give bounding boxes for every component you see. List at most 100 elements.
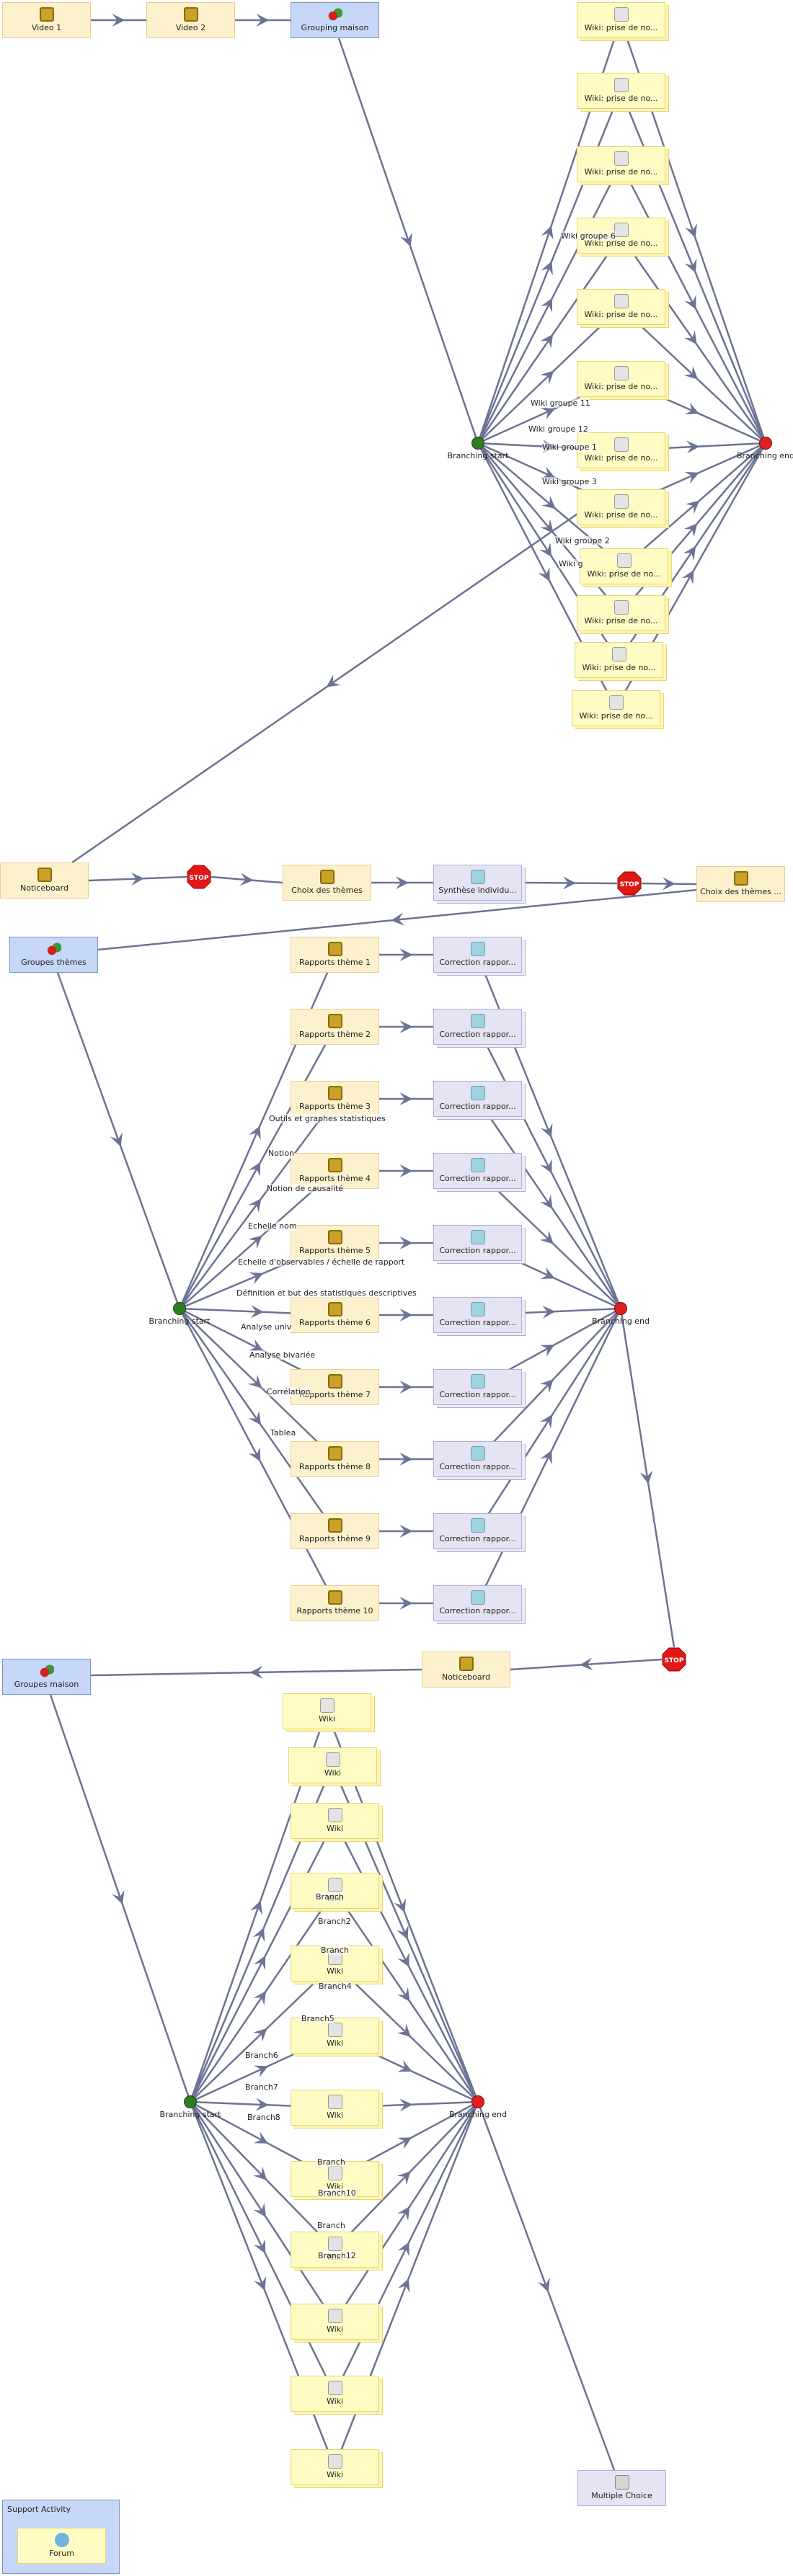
- correction-rapport-6[interactable]: Correction rappor...: [433, 1297, 522, 1333]
- transition-59: [477, 1308, 621, 1460]
- transition-32: [521, 876, 618, 890]
- branching-3-wiki-2[interactable]: Wiki: [288, 1747, 377, 1783]
- report-theme-10[interactable]: Rapports thème 10: [291, 1585, 379, 1621]
- correction-rapport-1[interactable]: Correction rappor...: [433, 937, 522, 973]
- transition-9: [619, 164, 767, 444]
- transition-61: [379, 1525, 433, 1538]
- activity-noticeboard-2[interactable]: Noticeboard: [422, 1652, 510, 1688]
- report-theme-2[interactable]: Rapports thème 2: [291, 1009, 379, 1045]
- correction-rapport-2[interactable]: Correction rappor...: [433, 1009, 522, 1045]
- branching-1-wiki-1[interactable]: Wiki: prise de no...: [577, 2, 665, 38]
- branching-3-wiki-6[interactable]: Wiki: [291, 2018, 379, 2054]
- branching-1-wiki-6[interactable]: Wiki: prise de no...: [577, 361, 665, 397]
- resource-icon: [733, 871, 748, 886]
- branching-1-wiki-2[interactable]: Wiki: prise de no...: [577, 73, 665, 109]
- activity-choix-themes-1[interactable]: Choix des thèmes: [283, 865, 371, 901]
- correction-rapport-7[interactable]: Correction rappor...: [433, 1369, 522, 1405]
- branching-3-wiki-1[interactable]: Wiki: [283, 1693, 371, 1729]
- branching-1-wiki-3[interactable]: Wiki: prise de no...: [577, 146, 665, 182]
- branching-1-wiki-8[interactable]: Wiki: prise de no...: [577, 489, 665, 525]
- wiki-icon: [613, 78, 629, 92]
- correction-rapport-3[interactable]: Correction rappor...: [433, 1081, 522, 1117]
- transition-35: [56, 972, 181, 1309]
- activity-synthese-individuelle[interactable]: Synthèse individu...: [433, 865, 522, 901]
- activity-label: Correction rappor...: [439, 1462, 516, 1471]
- transition-44: [476, 1098, 622, 1309]
- wiki-icon: [327, 2381, 342, 2395]
- activity-video-2[interactable]: Video 2: [146, 2, 235, 38]
- report-theme-7[interactable]: Rapports thème 7: [291, 1369, 379, 1405]
- wiki-icon: [319, 1698, 335, 1713]
- wiki-icon: [611, 647, 626, 661]
- transition-79: [334, 1963, 479, 2103]
- branching-1-wiki-5[interactable]: Wiki: prise de no...: [577, 289, 665, 325]
- report-theme-3[interactable]: Rapports thème 3: [291, 1081, 379, 1117]
- report-theme-1[interactable]: Rapports thème 1: [291, 937, 379, 973]
- transition-21: [623, 442, 766, 567]
- report-theme-6[interactable]: Rapports thème 6: [291, 1297, 379, 1333]
- transition-66: [619, 1308, 675, 1648]
- branching-1-start[interactable]: [471, 437, 484, 450]
- transition-63: [178, 1308, 337, 1604]
- branching-3-wiki-10[interactable]: Wiki: [291, 2304, 379, 2340]
- branching-3-wiki-3[interactable]: Wiki: [291, 1803, 379, 1839]
- stop-gate-3[interactable]: STOP: [662, 1647, 686, 1672]
- submit-icon: [470, 1302, 485, 1316]
- branching-1-wiki-11[interactable]: Wiki: prise de no...: [575, 642, 663, 678]
- branching-2-start-label: Branching start: [149, 1316, 211, 1326]
- branching-1-wiki-10[interactable]: Wiki: prise de no...: [577, 595, 665, 631]
- transition-37: [379, 948, 433, 961]
- activity-forum[interactable]: Forum: [17, 2528, 106, 2564]
- transition-22: [477, 442, 621, 614]
- report-theme-5[interactable]: Rapports thème 5: [291, 1225, 379, 1261]
- branching-3-wiki-7[interactable]: Wiki: [291, 2090, 379, 2126]
- branching-1-end[interactable]: [759, 437, 772, 450]
- branching-3-wiki-9[interactable]: Wiki: [291, 2232, 379, 2268]
- activity-label: Rapports thème 3: [299, 1102, 371, 1111]
- branching-3-end[interactable]: [471, 2095, 484, 2108]
- branching-3-wiki-12[interactable]: Wiki: [291, 2449, 379, 2485]
- branching-3-wiki-4[interactable]: Wiki: [291, 1873, 379, 1909]
- activity-video-1[interactable]: Video 1: [2, 2, 91, 38]
- branching-2-end[interactable]: [614, 1302, 627, 1315]
- grouping-icon: [46, 942, 61, 956]
- stop-gate-1[interactable]: STOP: [187, 865, 211, 889]
- branching-2-start[interactable]: [173, 1302, 186, 1315]
- branching-3-wiki-11[interactable]: Wiki: [291, 2376, 379, 2412]
- wiki-icon: [608, 695, 624, 710]
- branching-2-end-label: Branching end: [591, 1316, 650, 1326]
- correction-rapport-8[interactable]: Correction rappor...: [433, 1441, 522, 1477]
- activity-groupes-themes[interactable]: Groupes thèmes: [9, 937, 98, 973]
- activity-label: Wiki: prise de no...: [584, 94, 658, 103]
- activity-groupes-maison[interactable]: Groupes maison: [2, 1659, 91, 1695]
- svg-text:STOP: STOP: [190, 875, 209, 882]
- resource-icon: [327, 1446, 342, 1461]
- correction-rapport-5[interactable]: Correction rappor...: [433, 1225, 522, 1261]
- activity-multiple-choice[interactable]: Multiple Choice: [577, 2470, 666, 2506]
- wiki-icon: [327, 1808, 342, 1822]
- branching-1-wiki-12[interactable]: Wiki: prise de no...: [572, 690, 660, 726]
- branching-2-branch-label-6: Définition et but des statistiques descr…: [236, 1288, 417, 1298]
- activity-label: Wiki: [326, 1824, 344, 1833]
- activity-label: Correction rappor...: [439, 1102, 516, 1111]
- activity-grouping-maison[interactable]: Grouping maison: [291, 2, 379, 38]
- stop-gate-2[interactable]: STOP: [617, 871, 642, 896]
- wiki-icon: [327, 2309, 342, 2323]
- transition-92: [189, 2101, 336, 2468]
- transition-89: [333, 2101, 479, 2322]
- activity-label: Wiki: [326, 1966, 344, 1976]
- report-theme-4[interactable]: Rapports thème 4: [291, 1153, 379, 1189]
- resource-icon: [327, 1302, 342, 1316]
- correction-rapport-10[interactable]: Correction rappor...: [433, 1585, 522, 1621]
- svg-text:STOP: STOP: [665, 1657, 684, 1664]
- branching-1-wiki-9[interactable]: Wiki: prise de no...: [580, 548, 668, 584]
- activity-noticeboard-1[interactable]: Noticeboard: [0, 863, 89, 899]
- activity-choix-themes-2[interactable]: Choix des thèmes ...: [696, 866, 785, 902]
- correction-rapport-4[interactable]: Correction rappor...: [433, 1153, 522, 1189]
- report-theme-8[interactable]: Rapports thème 8: [291, 1441, 379, 1477]
- branching-3-start[interactable]: [184, 2095, 197, 2108]
- activity-label: Groupes maison: [14, 1680, 79, 1689]
- report-theme-9[interactable]: Rapports thème 9: [291, 1513, 379, 1549]
- correction-rapport-9[interactable]: Correction rappor...: [433, 1513, 522, 1549]
- activity-label: Wiki: prise de no...: [587, 569, 661, 579]
